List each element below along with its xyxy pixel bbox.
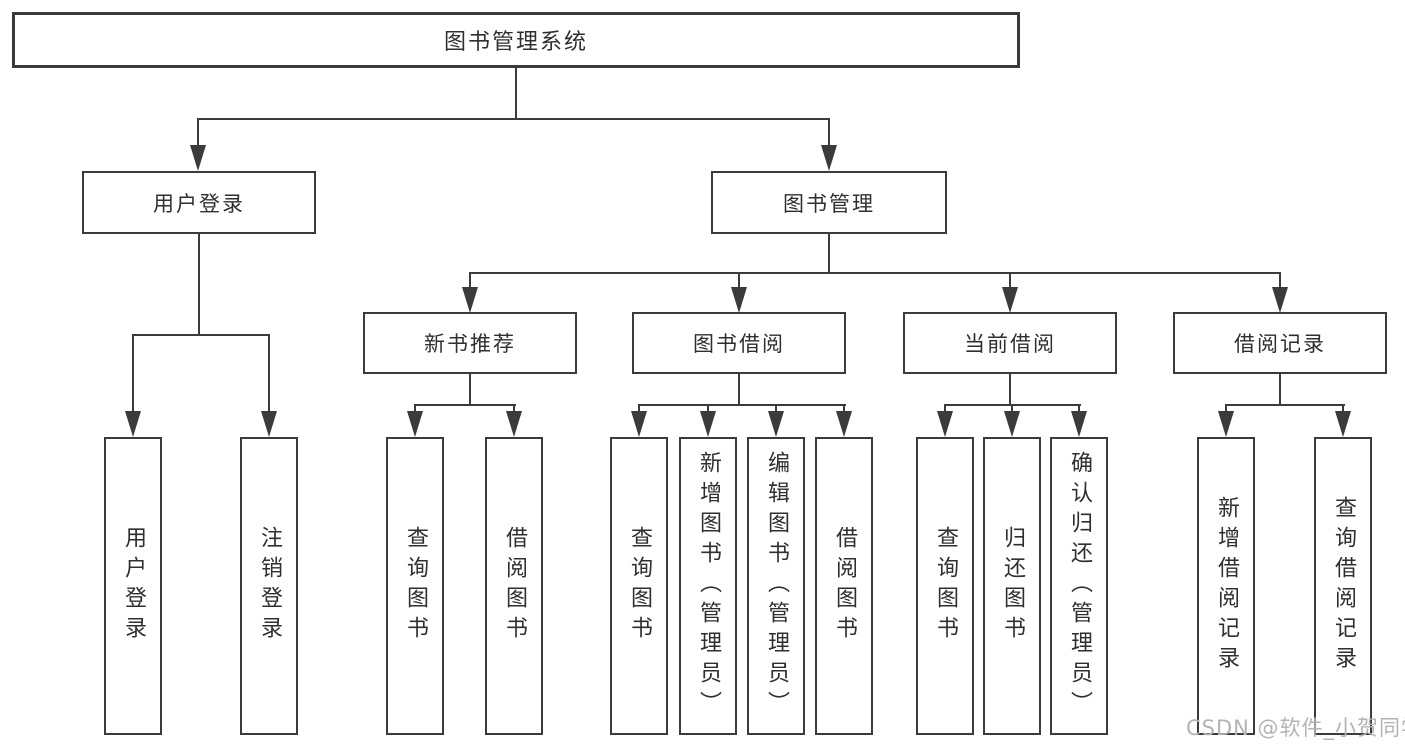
arrow-head-icon — [261, 411, 277, 437]
connector-line — [1009, 272, 1011, 290]
connector-line — [843, 404, 845, 414]
connector-line — [944, 404, 946, 414]
arrow-head-icon — [836, 411, 852, 437]
connector-line — [1279, 374, 1281, 406]
connector-line — [828, 118, 830, 148]
arrow-head-icon — [631, 411, 647, 437]
connector-line — [738, 374, 740, 406]
connector-line — [775, 404, 777, 414]
arrow-head-icon — [768, 411, 784, 437]
node-borrow-records: 借阅记录 — [1173, 312, 1387, 374]
leaf-add-book-admin: 新增图书（管理员） — [679, 437, 737, 735]
leaf-return-book: 归还图书 — [983, 437, 1041, 735]
leaf-borrow-books: 借阅图书 — [815, 437, 873, 735]
connector-line — [707, 404, 709, 414]
connector-line — [828, 234, 830, 274]
arrow-head-icon — [125, 411, 141, 437]
connector-line — [469, 374, 471, 406]
node-book-borrow: 图书借阅 — [632, 312, 846, 374]
connector-line — [515, 68, 517, 120]
connector-line — [638, 404, 640, 414]
connector-line — [132, 334, 134, 414]
arrow-head-icon — [937, 411, 953, 437]
arrow-head-icon — [1004, 411, 1020, 437]
connector-line — [1011, 404, 1013, 414]
connector-line — [1009, 374, 1011, 406]
arrow-head-icon — [1272, 287, 1288, 313]
connector-line — [469, 272, 471, 290]
arrow-head-icon — [407, 411, 423, 437]
connector-line — [414, 404, 416, 414]
connector-line — [1225, 404, 1227, 414]
connector-line — [1078, 404, 1080, 414]
arrow-head-icon — [821, 145, 837, 171]
leaf-confirm-return-admin: 确认归还（管理员） — [1050, 437, 1108, 735]
connector-line — [638, 404, 846, 406]
connector-line — [132, 334, 270, 336]
connector-line — [198, 234, 200, 336]
connector-line — [197, 118, 830, 120]
node-user-login: 用户登录 — [82, 171, 316, 234]
connector-line — [513, 404, 515, 414]
connector-line — [1279, 272, 1281, 290]
node-library-management-system: 图书管理系统 — [12, 12, 1020, 68]
connector-line — [1225, 404, 1345, 406]
connector-line — [414, 404, 516, 406]
arrow-head-icon — [1071, 411, 1087, 437]
arrow-head-icon — [700, 411, 716, 437]
arrow-head-icon — [506, 411, 522, 437]
connector-line — [1342, 404, 1344, 414]
leaf-logout: 注销登录 — [240, 437, 298, 735]
connector-line — [469, 272, 1281, 274]
arrow-head-icon — [731, 287, 747, 313]
leaf-edit-book-admin: 编辑图书（管理员） — [747, 437, 805, 735]
arrow-head-icon — [1335, 411, 1351, 437]
arrow-head-icon — [1218, 411, 1234, 437]
arrow-head-icon — [190, 145, 206, 171]
node-new-book-recommend: 新书推荐 — [363, 312, 577, 374]
leaf-query-books-recommend: 查询图书 — [386, 437, 444, 735]
leaf-borrow-books-recommend: 借阅图书 — [485, 437, 543, 735]
leaf-query-borrow-record: 查询借阅记录 — [1314, 437, 1372, 735]
node-current-borrow: 当前借阅 — [903, 312, 1117, 374]
connector-line — [197, 118, 199, 148]
arrow-head-icon — [462, 287, 478, 313]
leaf-user-login: 用户登录 — [104, 437, 162, 735]
watermark: CSDN @软件_小贺同学 — [1186, 716, 1405, 740]
leaf-query-books-current: 查询图书 — [916, 437, 974, 735]
connector-line — [268, 334, 270, 414]
arrow-head-icon — [1002, 287, 1018, 313]
node-book-management: 图书管理 — [711, 171, 947, 234]
connector-line — [738, 272, 740, 290]
leaf-add-borrow-record: 新增借阅记录 — [1197, 437, 1255, 735]
leaf-query-books-borrow: 查询图书 — [610, 437, 668, 735]
